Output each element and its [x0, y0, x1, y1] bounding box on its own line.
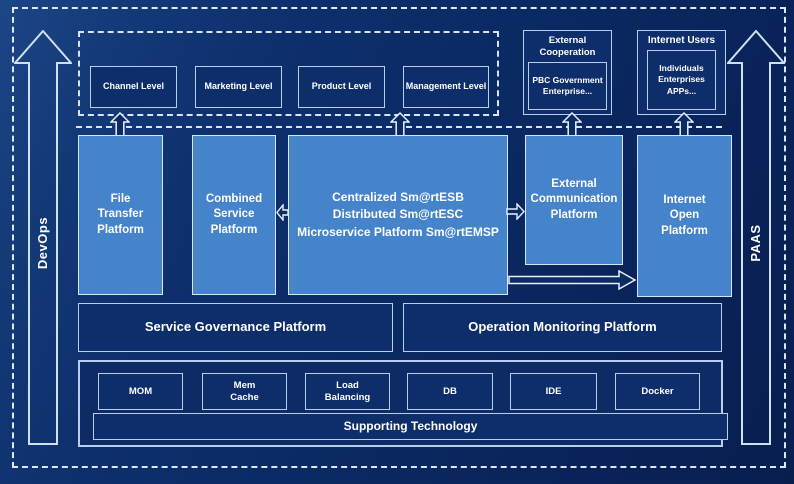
service-governance-platform-label: Service Governance Platform	[144, 319, 327, 335]
file-transfer-platform-box: File Transfer Platform	[78, 135, 163, 295]
internet-users-title: Internet Users	[647, 35, 716, 46]
paas-label: PAAS	[748, 224, 763, 262]
external-communication-platform-box: External Communication Platform	[525, 135, 623, 265]
business-levels-group: Channel Level Marketing Level Product Le…	[78, 31, 499, 116]
internet-users-box: Internet Users Individuals Enterprises A…	[637, 30, 726, 115]
tech-box-load-balancing: Load Balancing	[305, 373, 390, 410]
supporting-technology-label: Supporting Technology	[343, 418, 478, 433]
external-cooperation-box: External Cooperation PBC Government Ente…	[523, 30, 612, 115]
level-box-channel: Channel Level	[90, 66, 177, 108]
core-esb-platform-box: Centralized Sm@rtESB Distributed Sm@rtES…	[288, 135, 508, 295]
devops-label: DevOps	[35, 216, 50, 270]
db-label: DB	[443, 385, 457, 397]
core-esb-platform-label: Centralized Sm@rtESB Distributed Sm@rtES…	[297, 189, 499, 239]
internet-open-platform-box: Internet Open Platform	[637, 135, 732, 297]
tech-box-ide: IDE	[510, 373, 597, 410]
level-box-marketing: Marketing Level	[195, 66, 282, 108]
marketing-level-label: Marketing Level	[204, 81, 273, 92]
tech-box-docker: Docker	[615, 373, 700, 410]
up-arrow-icon	[390, 112, 410, 137]
channel-level-label: Channel Level	[102, 81, 165, 92]
outer-boundary	[12, 7, 786, 468]
file-transfer-platform-label: File Transfer Platform	[97, 192, 144, 236]
external-cooperation-title: External Cooperation	[539, 35, 596, 58]
internet-open-platform-label: Internet Open Platform	[661, 193, 708, 237]
up-arrow-icon	[562, 112, 582, 137]
devops-arrow-icon	[14, 30, 72, 445]
operation-monitoring-platform-label: Operation Monitoring Platform	[468, 319, 657, 335]
level-box-management: Management Level	[403, 66, 489, 108]
level-box-product: Product Level	[298, 66, 385, 108]
up-arrow-icon	[110, 112, 130, 137]
paas-arrow-icon	[727, 30, 785, 445]
right-arrow-icon	[506, 203, 525, 220]
mem-cache-label: Mem Cache	[230, 379, 259, 403]
combined-service-platform-box: Combined Service Platform	[192, 135, 276, 295]
mom-label: MOM	[128, 385, 153, 397]
left-arrow-icon	[276, 204, 289, 221]
up-arrow-icon	[674, 112, 694, 137]
external-communication-platform-label: External Communication Platform	[530, 177, 618, 221]
docker-label: Docker	[641, 385, 674, 397]
internet-users-members: Individuals Enterprises APPs...	[646, 50, 717, 110]
product-level-label: Product Level	[311, 81, 372, 92]
operation-monitoring-platform-box: Operation Monitoring Platform	[403, 303, 722, 352]
tech-box-db: DB	[407, 373, 493, 410]
combined-service-platform-label: Combined Service Platform	[205, 192, 263, 236]
management-level-label: Management Level	[405, 81, 487, 92]
tech-box-mem-cache: Mem Cache	[202, 373, 287, 410]
load-balancing-label: Load Balancing	[324, 379, 371, 403]
service-governance-platform-box: Service Governance Platform	[78, 303, 393, 352]
ide-label: IDE	[545, 385, 562, 397]
external-cooperation-members: PBC Government Enterprise...	[528, 61, 607, 110]
supporting-technology-bar: Supporting Technology	[93, 413, 728, 440]
long-right-arrow-icon	[508, 270, 637, 290]
tech-box-mom: MOM	[98, 373, 183, 410]
